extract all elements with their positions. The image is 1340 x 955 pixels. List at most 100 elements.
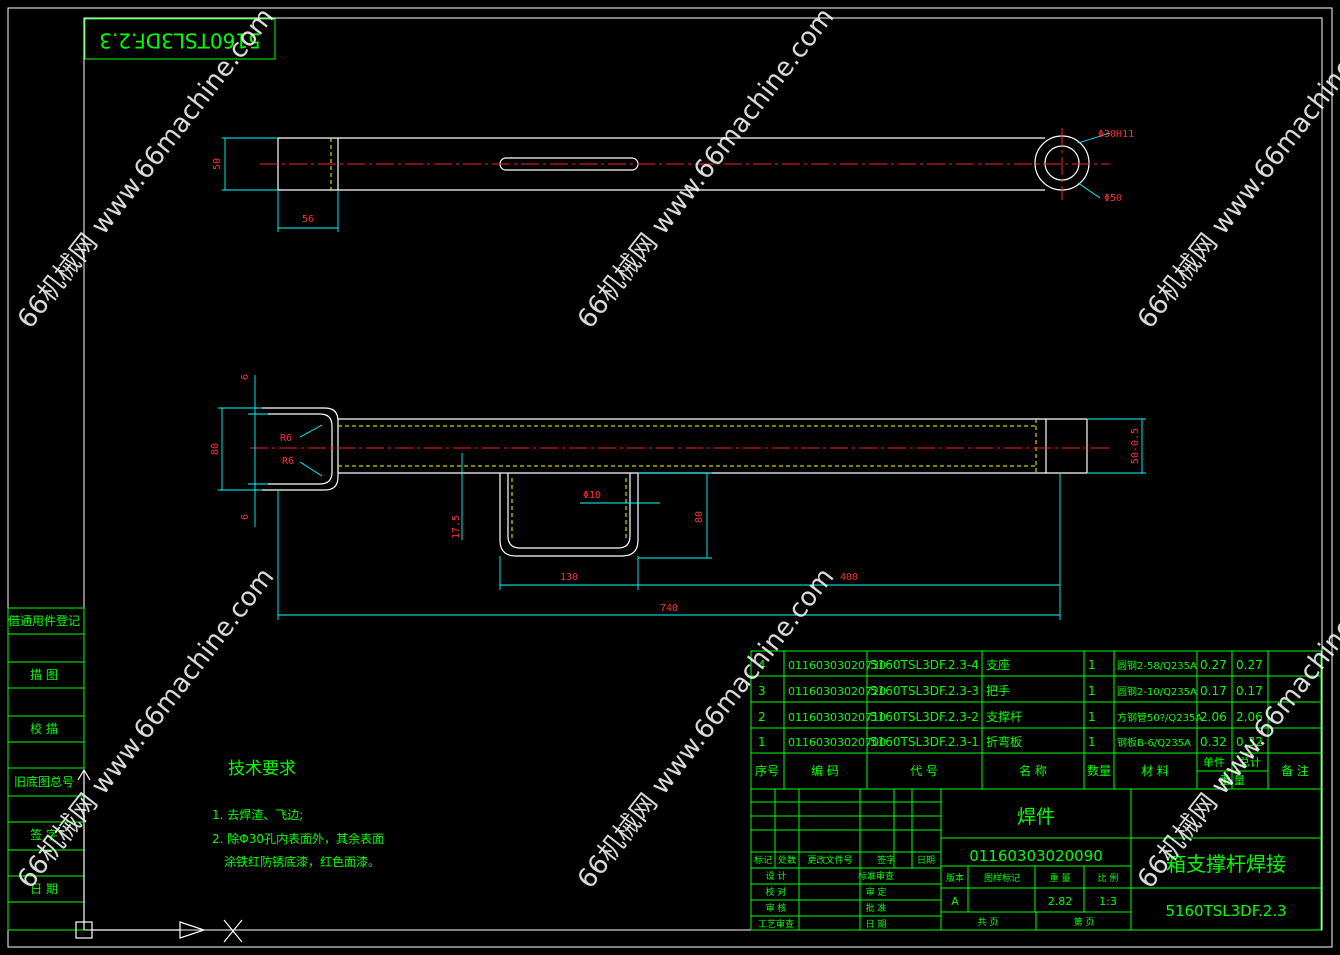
bom-cell: 圆钢2-58/Q235A <box>1117 659 1197 672</box>
bom-cell: 方钢管50?/Q235A <box>1117 711 1202 724</box>
bom-cell: 2.06 <box>1236 710 1263 724</box>
dim-r-lower: R6 <box>282 456 294 467</box>
dim-total-len: 740 <box>660 603 678 614</box>
strip-label-3: 旧底图总号 <box>14 774 74 789</box>
title-type: 焊件 <box>1017 806 1055 828</box>
bom-cell: 01160303020720 <box>788 685 886 698</box>
tb-label: 签字 <box>877 854 895 866</box>
bom-cell: 1 <box>1088 735 1096 749</box>
tb-label: 设 计 <box>766 870 787 882</box>
bom-cell: 5160TSL3DF.2.3-2 <box>870 710 979 724</box>
tb-scale: 1:3 <box>1099 895 1117 908</box>
code-tag-box <box>84 18 276 60</box>
tb-label: 重 量 <box>1050 872 1071 884</box>
dim-hole-outer: Φ50 <box>1104 193 1122 204</box>
bom-cell: 0.27 <box>1236 658 1263 672</box>
tb-label: 日 期 <box>866 919 887 930</box>
bom-header: 序号 编 码 代 号 名 称 数量 材 料 单件 总计 重 量 备 注 <box>755 755 1309 787</box>
tb-label: 标准审查 <box>858 870 894 882</box>
tb-label: 图样标记 <box>984 872 1020 884</box>
bom-cell: 5160TSL3DF.2.3-4 <box>870 658 979 672</box>
bom-header-cell: 备 注 <box>1281 763 1309 778</box>
dim-top-height: 50 <box>212 158 223 170</box>
bom-cell: 1 <box>1088 710 1096 724</box>
tb-stage: A <box>951 895 959 908</box>
front-view <box>218 375 1146 620</box>
strip-label-0: 借通用件登记 <box>8 613 80 628</box>
dim-r-upper: R6 <box>280 433 292 444</box>
bom-cell: 支座 <box>986 657 1010 672</box>
tb-label: 审 定 <box>866 886 887 898</box>
strip-label-4: 签 字 <box>30 827 58 842</box>
dim-front-height: 80 <box>210 443 221 455</box>
bom-table <box>750 650 1322 790</box>
bom-header-cell: 编 码 <box>811 763 839 778</box>
strip-label-5: 日 期 <box>30 882 58 896</box>
bom-cell: 0.17 <box>1236 684 1263 698</box>
tb-label: 审 核 <box>766 902 787 914</box>
dim-top-end: 56 <box>302 214 314 225</box>
bom-row-2: 2 01160303020710 5160TSL3DF.2.3-2 支撑杆 1 … <box>758 709 1263 724</box>
bom-cell: 0.32 <box>1200 735 1227 749</box>
bom-header-cell: 重 量 <box>1219 773 1245 787</box>
tb-label: 工艺审查 <box>758 918 794 930</box>
bom-cell: 5160TSL3DF.2.3-1 <box>870 735 979 749</box>
bom-header-cell: 材 料 <box>1141 764 1169 778</box>
bom-header-cell: 序号 <box>755 763 779 778</box>
bom-cell: 0.32 <box>1236 735 1263 749</box>
bom-cell: 1 <box>1088 684 1096 698</box>
sheet-border <box>7 7 1333 948</box>
bom-cell: 2.06 <box>1200 710 1227 724</box>
tb-label: 第 页 <box>1074 916 1095 928</box>
tb-label: 日期 <box>917 855 935 866</box>
title-part-code: 01160303020090 <box>969 847 1103 865</box>
drawing-frame <box>83 17 1323 931</box>
bom-cell: 2 <box>758 710 766 724</box>
dim-front-top-offset: 6 <box>240 374 251 380</box>
title-part-name: 箱支撑杆焊接 <box>1166 852 1286 876</box>
strip-label-2: 校 描 <box>30 721 58 736</box>
dim-front-bottom-offset: 6 <box>240 514 251 520</box>
bom-header-cell: 代 号 <box>910 764 938 778</box>
tb-label: 批 准 <box>866 902 887 914</box>
tb-weight: 2.82 <box>1048 895 1073 908</box>
bom-cell: 0.17 <box>1200 684 1227 698</box>
tb-label: 标记 <box>754 854 772 866</box>
bom-cell: 1 <box>758 735 766 749</box>
bom-row-1: 1 01160303020700 5160TSL3DF.2.3-1 折弯板 1 … <box>758 734 1263 749</box>
bom-cell: 折弯板 <box>986 734 1022 749</box>
dim-handle-dia: Φ10 <box>583 490 601 501</box>
tb-label: 版本 <box>946 872 964 884</box>
bom-cell: 4 <box>758 658 766 672</box>
tech-req-title: 技术要求 <box>228 759 296 779</box>
dim-handle-width: 130 <box>560 572 578 583</box>
bom-header-cell: 名 称 <box>1019 763 1047 778</box>
tech-req-item-3: 涂铁红防锈底漆，红色面漆。 <box>224 854 380 869</box>
dim-handle-pos: 400 <box>840 572 858 583</box>
tb-label: 校 对 <box>766 886 787 898</box>
strip-label-1: 描 图 <box>30 668 58 682</box>
bom-cell: 01160303020730 <box>788 659 886 672</box>
bom-cell: 01160303020700 <box>788 736 886 749</box>
top-view <box>222 128 1111 232</box>
bom-row-3: 3 01160303020720 5160TSL3DF.2.3-3 把手 1 圆… <box>758 684 1263 698</box>
title-drawing-no: 5160TSL3DF.2.3 <box>1165 902 1286 920</box>
tech-req-item-2: 2. 除Φ30孔内表面外，其余表面 <box>212 831 384 846</box>
bom-header-cell: 数量 <box>1087 763 1111 778</box>
dim-hole-inner: Φ30H11 <box>1098 129 1134 140</box>
bom-cell: 0.27 <box>1200 658 1227 672</box>
ucs-icon <box>75 768 243 943</box>
dim-tube-height: 50-0.5 <box>1130 428 1141 464</box>
tb-label: 共 页 <box>978 917 999 928</box>
bom-row-4: 4 01160303020730 5160TSL3DF.2.3-4 支座 1 圆… <box>758 657 1263 672</box>
bom-cell: 1 <box>1088 658 1096 672</box>
bom-cell: 3 <box>758 684 766 698</box>
title-block <box>750 788 1322 931</box>
tb-label: 比 例 <box>1098 872 1119 884</box>
bom-cell: 圆钢2-10/Q235A <box>1117 685 1197 698</box>
watermark: 66机械网 www.66machine.com <box>572 2 840 334</box>
left-strip: 借通用件登记 描 图 校 描 旧底图总号 签 字 日 期 <box>7 607 85 931</box>
tech-req-item-1: 1. 去焊渣、飞边; <box>212 807 303 822</box>
bom-cell: 支撑杆 <box>986 709 1022 724</box>
